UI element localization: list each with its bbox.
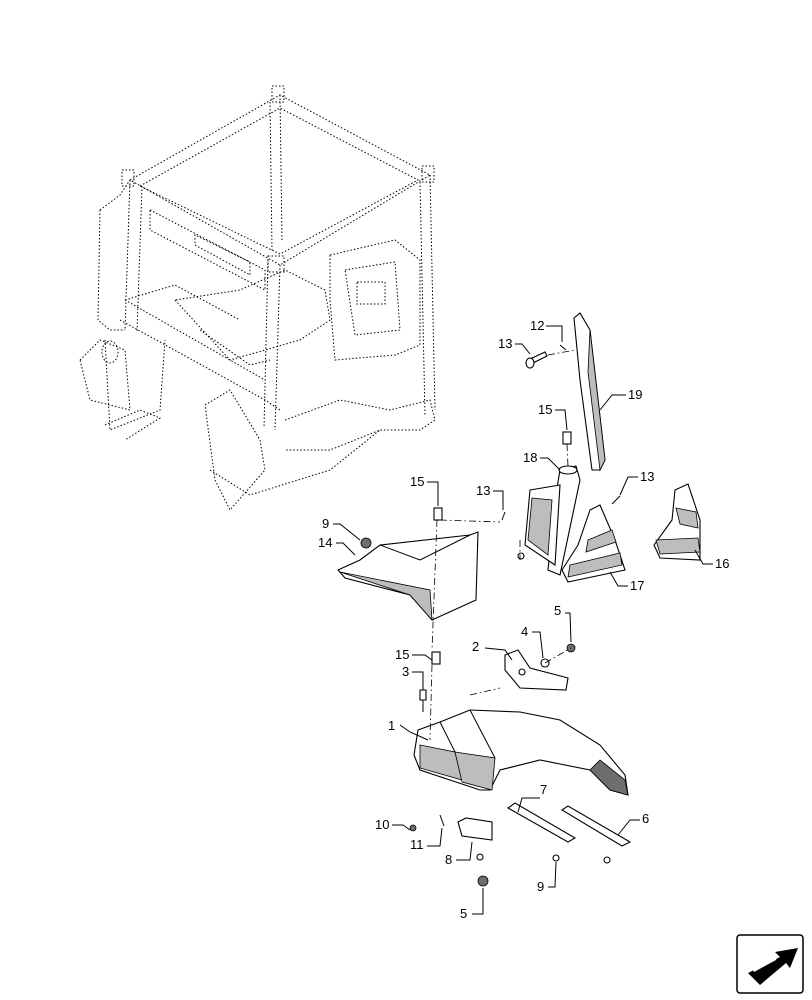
callout-label-2: 2	[472, 639, 479, 654]
callout-label-13a: 13	[498, 336, 512, 351]
callout-label-5b: 5	[460, 906, 467, 921]
callout-label-13b: 13	[476, 483, 490, 498]
part-17-trim	[561, 504, 626, 583]
part-16-trim	[653, 483, 701, 561]
part-2-bracket	[504, 649, 569, 691]
next-page-arrow-icon[interactable]	[736, 934, 804, 994]
assembly-lines	[429, 349, 576, 741]
callout-label-15a: 15	[538, 402, 552, 417]
callout-label-4: 4	[521, 624, 528, 639]
part-18-trim	[524, 465, 581, 576]
callout-label-14: 14	[318, 535, 332, 550]
part-19-pillar-trim	[573, 312, 606, 472]
callout-label-18: 18	[523, 450, 537, 465]
callout-label-9a: 9	[322, 516, 329, 531]
callout-label-13c: 13	[640, 469, 654, 484]
callout-label-1: 1	[388, 718, 395, 733]
callout-label-7: 7	[540, 782, 547, 797]
cab-frame	[79, 85, 436, 511]
part-7-strip	[506, 802, 577, 843]
callout-label-12: 12	[530, 318, 544, 333]
callout-label-16: 16	[715, 556, 729, 571]
part-14-side-panel	[337, 531, 479, 622]
callout-label-11: 11	[410, 837, 424, 852]
callouts: 1 2 3 4 5 5 6 7 8 9 9 10 11 12 13 13 13	[318, 318, 729, 921]
callout-label-15b: 15	[410, 474, 424, 489]
callout-label-6: 6	[642, 811, 649, 826]
callout-label-10: 10	[375, 817, 389, 832]
part-1-console	[413, 709, 629, 796]
callout-label-8: 8	[445, 852, 452, 867]
callout-label-19: 19	[628, 387, 642, 402]
part-6-strip	[560, 805, 632, 847]
callout-label-9b: 9	[537, 879, 544, 894]
callout-label-3: 3	[402, 664, 409, 679]
fasteners	[360, 344, 621, 887]
part-8-plate	[457, 817, 493, 841]
callout-label-15c: 15	[395, 647, 409, 662]
callout-label-17: 17	[630, 578, 644, 593]
callout-label-5a: 5	[554, 603, 561, 618]
